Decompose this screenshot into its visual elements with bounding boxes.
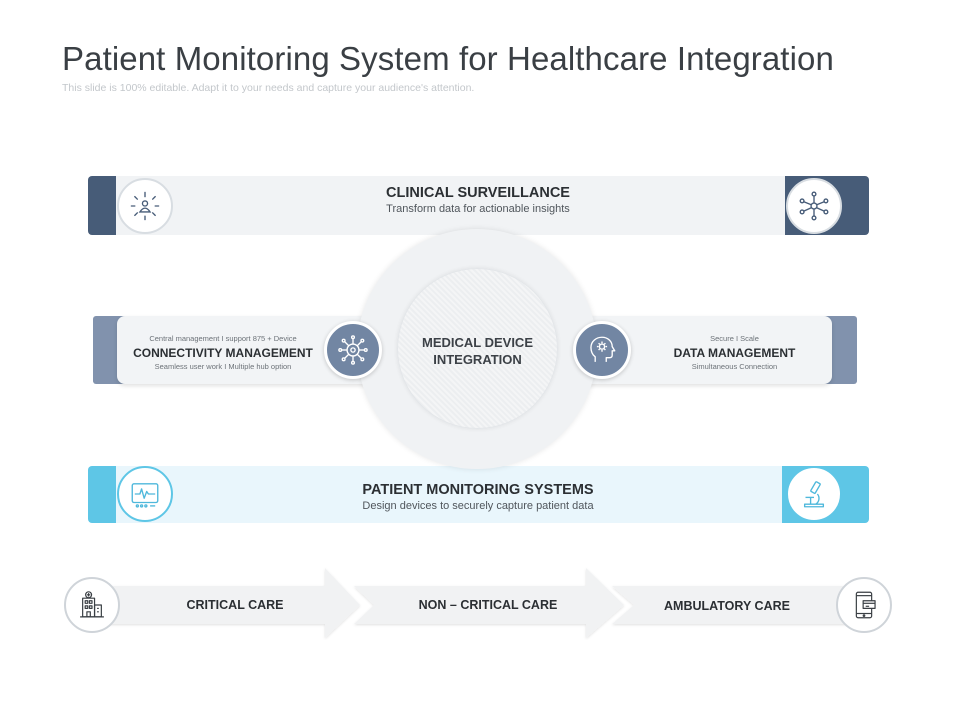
page-subtitle: This slide is 100% editable. Adapt it to…	[62, 82, 475, 94]
clinical-surveillance-title: CLINICAL SURVEILLANCE	[386, 185, 570, 201]
data-management-title: DATA MANAGEMENT	[673, 346, 796, 360]
patient-monitoring-text: PATIENT MONITORING SYSTEMS Design device…	[116, 482, 840, 512]
data-management-text: Secure I Scale DATA MANAGEMENT Simultane…	[637, 334, 832, 371]
non-critical-care-arrow	[354, 568, 624, 638]
connectivity-bottom-text: Seamless user work I Multiple hub option	[154, 362, 292, 371]
ambulatory-care-arrow	[612, 586, 864, 624]
data-management-bottom-text: Simultaneous Connection	[691, 362, 778, 371]
heart-monitor-icon	[117, 466, 173, 522]
mobile-device-icon	[836, 577, 892, 633]
integration-inner-circle	[397, 268, 558, 429]
patient-monitoring-title: PATIENT MONITORING SYSTEMS	[362, 482, 594, 498]
connectivity-title: CONNECTIVITY MANAGEMENT	[133, 346, 313, 360]
medical-device-integration-label: MEDICAL DEVICE INTEGRATION	[422, 335, 533, 367]
person-alert-icon	[117, 178, 173, 234]
connectivity-management-text: Central management I support 875 + Devic…	[118, 334, 328, 371]
data-management-top-text: Secure I Scale	[710, 334, 759, 343]
clinical-surveillance-subtitle: Transform data for actionable insights	[386, 203, 570, 215]
connectivity-top-text: Central management I support 875 + Devic…	[149, 334, 297, 343]
virus-network-icon	[324, 321, 382, 379]
critical-care-label: CRITICAL CARE	[186, 598, 284, 612]
page-title: Patient Monitoring System for Healthcare…	[62, 40, 834, 77]
care-flow-arrows	[84, 568, 864, 638]
network-hub-icon	[786, 178, 842, 234]
clinical-surveillance-panel	[116, 176, 785, 235]
patient-monitoring-panel	[116, 466, 782, 523]
non-critical-care-label: NON – CRITICAL CARE	[418, 598, 558, 612]
clinical-surveillance-text: CLINICAL SURVEILLANCE Transform data for…	[116, 185, 840, 215]
critical-care-arrow	[84, 568, 360, 638]
hospital-icon	[64, 577, 120, 633]
microscope-icon	[786, 466, 842, 522]
patient-monitoring-subtitle: Design devices to securely capture patie…	[362, 500, 594, 512]
ambulatory-care-label: AMBULATORY CARE	[664, 599, 790, 613]
head-gear-icon	[573, 321, 631, 379]
